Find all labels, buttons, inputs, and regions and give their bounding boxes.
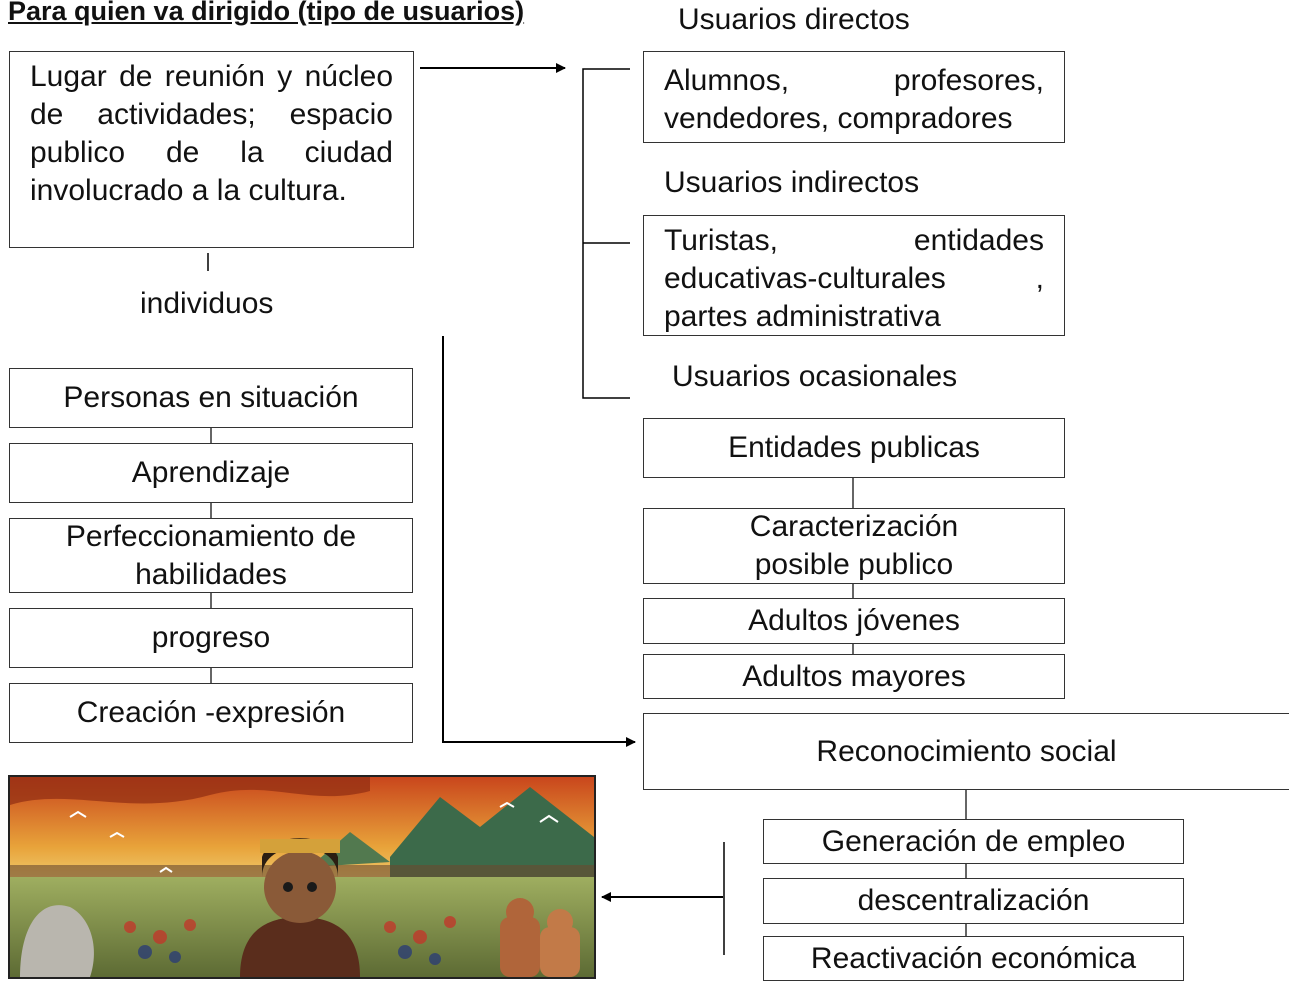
occasional-box-caracterizacion: Caracterización posible publico [643,508,1065,584]
description-text: Lugar de reunión y núcleo de actividades… [30,60,393,207]
description-box: Lugar de reunión y núcleo de actividades… [9,51,414,248]
chain-box-situacion: Personas en situación [9,368,413,428]
recognition-chain-empleo: Generación de empleo [763,819,1184,864]
chain-box-aprendizaje: Aprendizaje [9,443,413,503]
page-title: Para quien va dirigido (tipo de usuarios… [8,0,525,26]
arrow-to-recognition [442,336,636,747]
mural-painting-image [8,775,596,979]
individuos-label: individuos [140,287,274,320]
direct-users-box: Alumnos, profesores, vendedores, comprad… [643,51,1065,143]
users-bracket [582,68,630,399]
occasional-box-entidades: Entidades publicas [643,418,1065,478]
occasional-box-jovenes: Adultos jóvenes [643,598,1065,644]
direct-users-label: Usuarios directos [678,3,910,36]
recognition-chain-descentralizacion: descentralización [763,878,1184,924]
chain-box-perfeccionamiento: Perfeccionamiento de habilidades [9,518,413,593]
chain-box-progreso: progreso [9,608,413,668]
indirect-users-label: Usuarios indirectos [664,166,920,199]
mural-illustration [10,777,594,977]
recognition-box: Reconocimiento social [643,713,1289,790]
recognition-chain-reactivacion: Reactivación económica [763,936,1184,981]
chain-box-creacion: Creación -expresión [9,683,413,743]
occasional-box-mayores: Adultos mayores [643,654,1065,699]
indirect-users-box: Turistas, entidades educativas-culturale… [643,215,1065,336]
occasional-users-label: Usuarios ocasionales [672,360,958,393]
